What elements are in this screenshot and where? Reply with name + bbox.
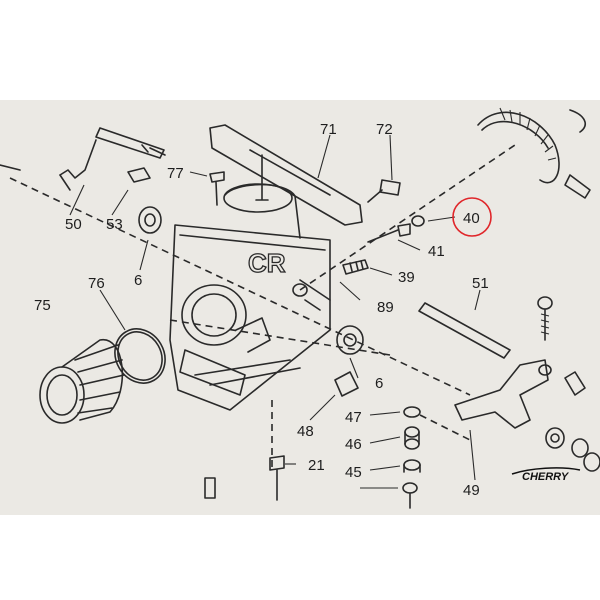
axis-line-lower bbox=[169, 319, 391, 356]
part-39-jet bbox=[342, 259, 369, 275]
part-6-bushing-lower bbox=[336, 325, 364, 355]
axis-line-right bbox=[419, 414, 471, 441]
brand-text: CHERRY bbox=[522, 471, 570, 483]
part-72-bolt bbox=[367, 179, 401, 203]
part-41-needle bbox=[367, 223, 411, 243]
part-screw-right bbox=[537, 296, 553, 341]
label-part-45: 45 bbox=[345, 464, 362, 481]
part-51-rod bbox=[418, 302, 511, 359]
part-53-plate bbox=[127, 167, 151, 183]
part-48-plug bbox=[334, 371, 359, 397]
label-part-51: 51 bbox=[472, 275, 489, 292]
part-21-bolt bbox=[269, 455, 285, 501]
part-small-screw-bottom bbox=[402, 482, 418, 509]
carburetor-body: CR bbox=[169, 183, 331, 411]
part-45-washer bbox=[403, 459, 421, 473]
label-part-39: 39 bbox=[398, 269, 415, 286]
part-small-screw-left bbox=[204, 477, 216, 499]
label-part-41: 41 bbox=[428, 243, 445, 260]
label-part-71: 71 bbox=[320, 121, 337, 138]
label-part-6-upper: 6 bbox=[134, 272, 142, 289]
label-part-53: 53 bbox=[106, 216, 123, 233]
leader-lines bbox=[69, 134, 481, 489]
part-50-bracket bbox=[59, 127, 166, 191]
clamp-band-top-right bbox=[477, 107, 591, 199]
label-part-75: 75 bbox=[34, 297, 51, 314]
label-part-49: 49 bbox=[463, 482, 480, 499]
label-part-89: 89 bbox=[377, 299, 394, 316]
axis-line-main bbox=[9, 177, 471, 396]
label-part-6-lower: 6 bbox=[375, 375, 383, 392]
highlight-circle bbox=[452, 197, 492, 237]
label-part-76: 76 bbox=[88, 275, 105, 292]
label-part-21: 21 bbox=[308, 457, 325, 474]
label-part-48: 48 bbox=[297, 423, 314, 440]
part-76-band bbox=[114, 328, 166, 384]
part-75-hose bbox=[39, 339, 125, 424]
part-77-screw bbox=[209, 171, 225, 206]
label-part-50: 50 bbox=[65, 216, 82, 233]
part-47-clip bbox=[403, 406, 421, 418]
part-6-bushing-upper bbox=[138, 206, 162, 234]
part-71-plate bbox=[209, 124, 363, 226]
svg-text:CR: CR bbox=[248, 248, 286, 278]
axis-line-upper bbox=[299, 144, 516, 291]
label-part-72: 72 bbox=[376, 121, 393, 138]
part-46-spring bbox=[404, 426, 420, 450]
label-part-46: 46 bbox=[345, 436, 362, 453]
brand-watermark: CHERRY bbox=[511, 467, 581, 483]
part-washers-right bbox=[545, 427, 600, 472]
label-part-77: 77 bbox=[167, 165, 184, 182]
label-part-47: 47 bbox=[345, 409, 362, 426]
part-49-lever bbox=[454, 359, 586, 429]
part-40-oring bbox=[411, 215, 425, 227]
label-part-40: 40 bbox=[463, 210, 480, 227]
